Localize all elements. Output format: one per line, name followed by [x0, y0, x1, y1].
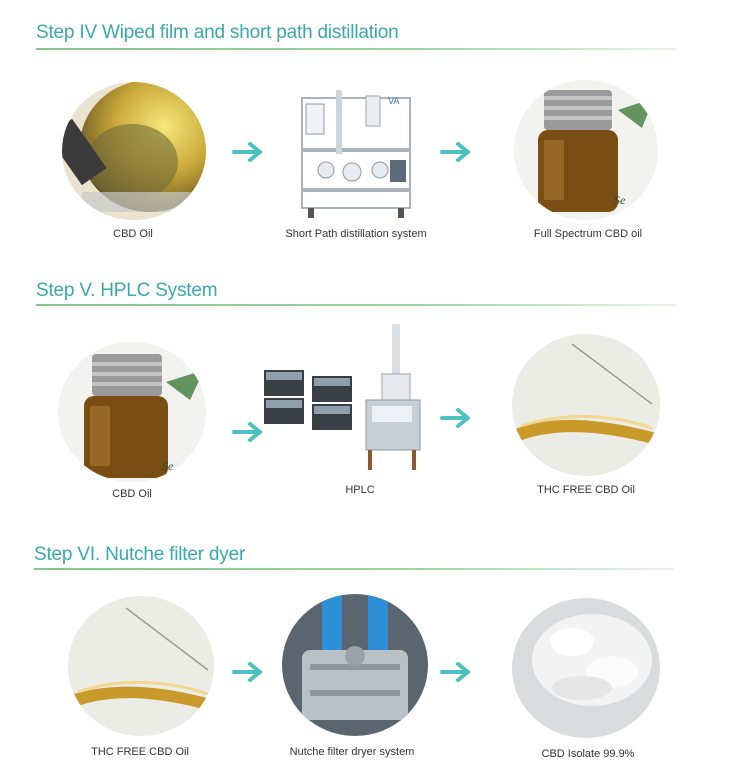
caption-cbd-oil: CBD Oil: [113, 228, 153, 240]
caption-hplc: HPLC: [345, 484, 375, 496]
caption-nutche-filter-dryer-system: Nutche filter dryer system: [289, 746, 415, 758]
svg-text:Se: Se: [614, 193, 626, 207]
thc-free-cbd-oil-image: [512, 334, 660, 476]
arrow-right-icon: [440, 142, 470, 162]
caption-thc-free-cbd-oil: THC FREE CBD Oil: [91, 746, 189, 758]
hplc-system-image: [264, 324, 421, 470]
cbd-isolate-image: [512, 598, 660, 738]
svg-text:VA: VA: [388, 96, 399, 106]
caption-cbd-oil: CBD Oil: [112, 488, 152, 500]
caption-cbd-isolate: CBD Isolate 99.9%: [541, 748, 635, 760]
svg-text:Se: Se: [162, 459, 174, 473]
short-path-distillation-image: VA: [301, 90, 411, 218]
arrow-right-icon: [232, 142, 262, 162]
section-divider: [34, 568, 674, 570]
caption-short-path-distillation-system: Short Path distillation system: [285, 228, 427, 240]
section-title-step-v: Step V. HPLC System: [36, 280, 218, 301]
section-title-step-iv: Step IV Wiped film and short path distil…: [36, 22, 399, 43]
thc-free-cbd-oil-image: [68, 596, 214, 736]
arrow-right-icon: [440, 662, 470, 682]
cbd-oil-image: Se: [58, 342, 206, 482]
nutche-filter-dryer-image: [282, 594, 428, 736]
section-divider: [36, 48, 676, 50]
full-spectrum-cbd-oil-image: Se: [514, 80, 658, 220]
cbd-oil-image: [62, 82, 206, 220]
section-title-step-vi: Step VI. Nutche filter dyer: [34, 544, 246, 565]
arrow-right-icon: [232, 422, 262, 442]
caption-thc-free-cbd-oil: THC FREE CBD Oil: [537, 484, 635, 496]
arrow-right-icon: [232, 662, 262, 682]
caption-full-spectrum-cbd-oil: Full Spectrum CBD oil: [533, 228, 643, 240]
arrow-right-icon: [440, 408, 470, 428]
section-divider: [36, 304, 676, 306]
